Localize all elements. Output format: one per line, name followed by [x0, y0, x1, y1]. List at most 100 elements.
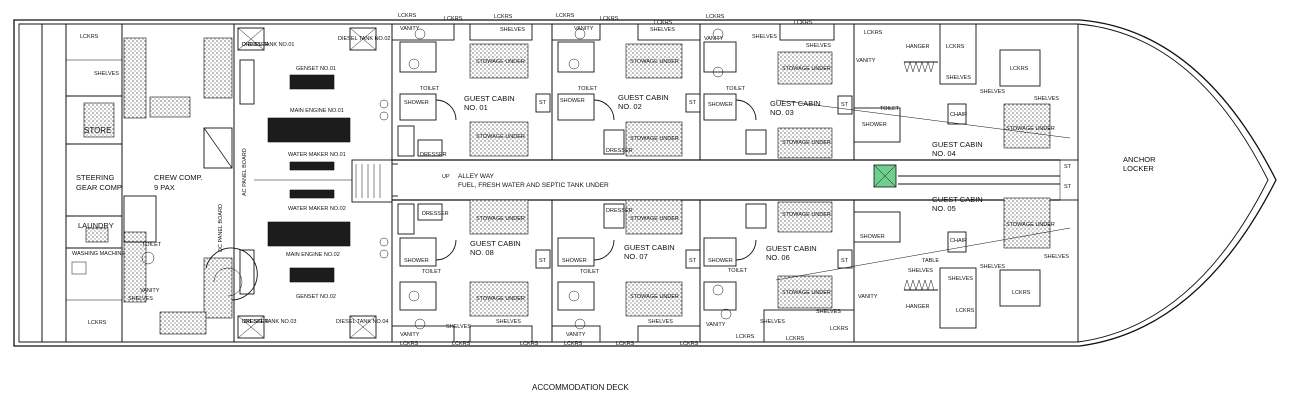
main-engine-2-label: MAIN ENGINE NO.02	[286, 252, 340, 258]
crew-line-1: CREW COMP.	[154, 173, 203, 182]
shelves-label: SHELVES	[752, 34, 777, 40]
vanity-label: VANITY	[566, 332, 586, 338]
lockers-label: LCKRS	[88, 320, 107, 326]
dresser-label: DRESSER	[242, 42, 269, 48]
vanity-label: VANITY	[400, 26, 420, 32]
dc-panel-label: DC PANEL BOARD	[218, 204, 224, 252]
vanity-label: VANITY	[858, 294, 878, 300]
anchor-line-2: LOCKER	[1123, 164, 1154, 173]
toilet-label: TOILET	[880, 106, 900, 112]
st-label: ST	[689, 100, 697, 106]
shower-label: SHOWER	[708, 258, 733, 264]
genset-2-label: GENSET NO.02	[296, 294, 336, 300]
lockers-label: LCKRS	[786, 336, 805, 342]
ac-panel-label: AC PANEL BOARD	[242, 148, 248, 196]
lockers-label: LCKRS	[556, 13, 575, 19]
storage-label: STOWAGE UNDER	[630, 136, 679, 142]
toilet-label: TOILET	[578, 86, 598, 92]
storage-label: STOWAGE UNDER	[476, 296, 525, 302]
lockers-label: LCKRS	[654, 20, 673, 26]
storage-label: STOWAGE UNDER	[630, 216, 679, 222]
page-title: ACCOMMODATION DECK	[532, 383, 629, 392]
lockers-label: LCKRS	[864, 30, 883, 36]
table-label: TABLE	[922, 258, 939, 264]
lockers-label: LCKRS	[1010, 66, 1029, 72]
hanger-label: HANGER	[906, 304, 930, 310]
storage-label: STOWAGE UNDER	[782, 290, 831, 296]
vanity-label: VANITY	[704, 36, 724, 42]
steering-line-1: STEERING	[76, 173, 115, 182]
shower-label: SHOWER	[404, 258, 429, 264]
alley-way	[392, 159, 1060, 201]
water-maker-1-label: WATER MAKER NO.01	[288, 152, 346, 158]
shelves-label: SHELVES	[496, 319, 521, 325]
vanity-label: VANITY	[706, 322, 726, 328]
shelves-label: SHELVES	[980, 89, 1005, 95]
shelves-label: SHELVES	[806, 43, 831, 49]
cabin-07-line-1: GUEST CABIN	[624, 243, 675, 252]
shelves-label: SHELVES	[1044, 254, 1069, 260]
storage-label: STOWAGE UNDER	[1006, 222, 1055, 228]
lockers-label: LCKRS	[400, 341, 419, 347]
lockers-label: LCKRS	[616, 341, 635, 347]
shelves-label: SHELVES	[980, 264, 1005, 270]
st-label: ST	[841, 102, 849, 108]
lockers-label: LCKRS	[830, 326, 849, 332]
chair-label: CHAIR	[950, 112, 967, 118]
diesel-1-label: DIESEL TANK NO.01	[242, 42, 294, 48]
engine-room	[233, 23, 393, 343]
hanger-label: HANGER	[906, 44, 930, 50]
lockers-label: LCKRS	[494, 14, 513, 20]
lockers-label: LCKRS	[444, 16, 463, 22]
st-label: ST	[539, 258, 547, 264]
dresser-label: DRESSER	[242, 319, 269, 325]
cabin-04-line-2: NO. 04	[932, 149, 956, 158]
cabin-02-line-1: GUEST CABIN	[618, 93, 669, 102]
cabin-07-line-2: NO. 07	[624, 252, 648, 261]
lockers-label: LCKRS	[956, 308, 975, 314]
lockers-label: LCKRS	[706, 14, 725, 20]
store-label: STORE	[84, 126, 111, 135]
st-label: ST	[1064, 164, 1072, 170]
st-label: ST	[841, 258, 849, 264]
shower-label: SHOWER	[860, 234, 885, 240]
toilet-label: TOILET	[142, 242, 162, 248]
toilet-label: TOILET	[728, 268, 748, 274]
cabin-06-line-1: GUEST CABIN	[766, 244, 817, 253]
cabin-03-line-1: GUEST CABIN	[770, 99, 821, 108]
toilet-label: TOILET	[422, 269, 442, 275]
shower-label: SHOWER	[862, 122, 887, 128]
toilet-label: TOILET	[580, 269, 600, 275]
dresser-label: DRESSER	[420, 152, 447, 158]
cabin-05-line-1: GUEST CABIN	[932, 195, 983, 204]
cabin-block-top	[391, 23, 1079, 161]
crew-comp-label: CREW COMP.9 PAX	[154, 173, 203, 192]
toilet-label: TOILET	[420, 86, 440, 92]
storage-label: STOWAGE UNDER	[630, 294, 679, 300]
toilet-label: TOILET	[726, 86, 746, 92]
chair-label: CHAIR	[950, 238, 967, 244]
shelves-label: SHELVES	[94, 71, 119, 77]
shelves-label: SHELVES	[650, 27, 675, 33]
storage-label: STOWAGE UNDER	[1006, 126, 1055, 132]
lockers-label: LCKRS	[600, 16, 619, 22]
lockers-label: LCKRS	[564, 341, 583, 347]
dresser-label: DRESSER	[606, 208, 633, 214]
anchor-line-1: ANCHOR	[1123, 155, 1156, 164]
storage-label: STOWAGE UNDER	[476, 134, 525, 140]
storage-label: STOWAGE UNDER	[782, 212, 831, 218]
cabin-01-line-1: GUEST CABIN	[464, 94, 515, 103]
cabin-block-bottom	[391, 197, 1079, 343]
main-engine-1-label: MAIN ENGINE NO.01	[290, 108, 344, 114]
vanity-label: VANITY	[856, 58, 876, 64]
vanity-label: VANITY	[140, 288, 160, 294]
